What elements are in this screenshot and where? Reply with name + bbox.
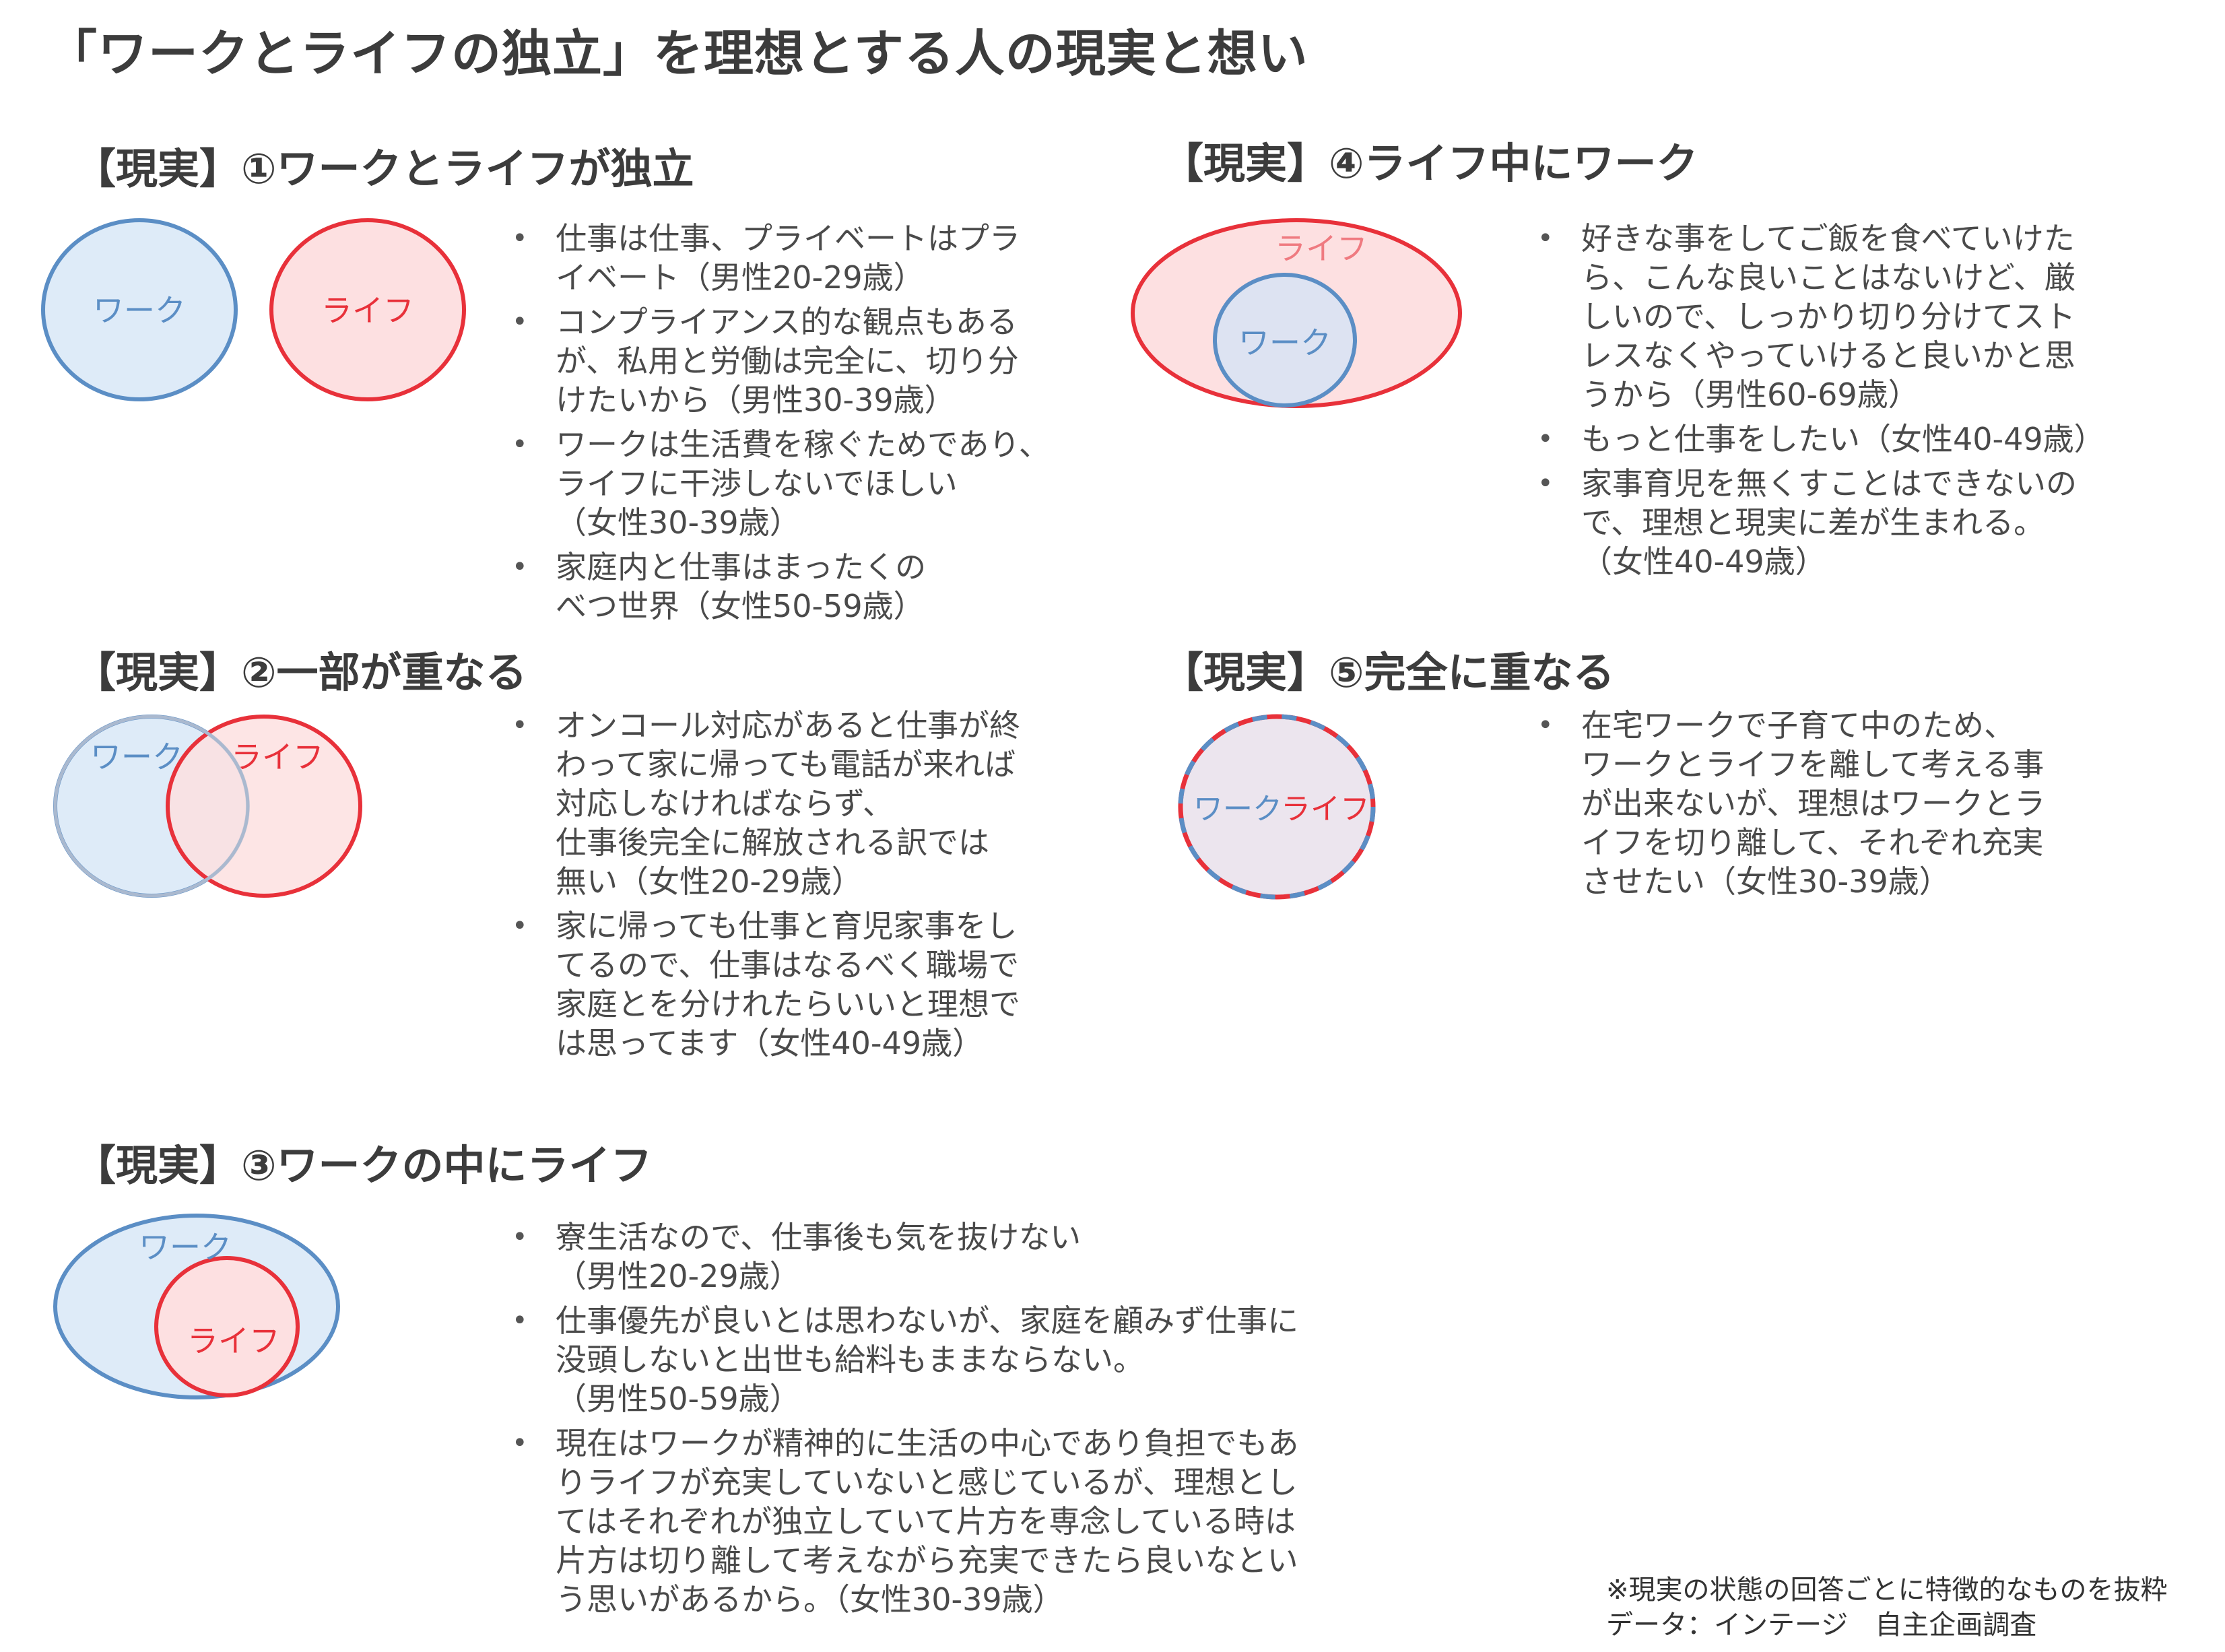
overlap-dash [1178, 714, 1376, 900]
section-3-title: 【現実】③ワークの中にライフ [74, 1141, 653, 1190]
footnote-source: データ：インテージ 自主企画調査 [1606, 1610, 2037, 1641]
life-label: ライフ [321, 292, 414, 329]
work-circle [41, 218, 238, 401]
diagram-4-work-in-life: ライフ ワーク [1131, 218, 1462, 408]
life-circle [269, 218, 466, 401]
section-3-quotes: 寮生活なので、仕事後も気を抜けない （男性20-29歳） 仕事優先が良いとは思わ… [512, 1218, 1387, 1624]
quote-item: ワークは生活費を稼ぐためであり、 ライフに干渉しないでほしい （女性30-39歳… [512, 425, 1118, 542]
work-circle [1213, 273, 1357, 407]
life-circle [166, 715, 362, 898]
quote-item: 仕事優先が良いとは思わないが、家庭を顧みず仕事に 没頭しないと出世も給料もままな… [512, 1301, 1387, 1418]
diagram-2-partial-overlap: ワーク ライフ [53, 715, 362, 898]
section-4-quotes: 好きな事をしてご飯を食べていけた ら、こんな良いことはないけど、厳 しいので、し… [1537, 219, 2211, 587]
work-outline [53, 715, 250, 898]
page-title: 「ワークとライフの独立」を理想とする人の現実と想い [47, 25, 1308, 83]
work-label: ワーク [93, 292, 186, 329]
quote-item: 寮生活なので、仕事後も気を抜けない （男性20-29歳） [512, 1218, 1387, 1296]
life-label: ライフ [187, 1323, 280, 1359]
life-label: ライフ [1281, 792, 1370, 826]
footnote-note: ※現実の状態の回答ごとに特徴的なものを抜粋 [1606, 1575, 2168, 1606]
quote-item: もっと仕事をしたい（女性40-49歳） [1537, 420, 2211, 459]
diagram-5-full-overlap: ワーク ライフ [1178, 714, 1376, 900]
quote-item: 家庭内と仕事はまったくの べつ世界（女性50-59歳） [512, 548, 1118, 626]
section-2-quotes: オンコール対応があると仕事が終 わって家に帰っても電話が来れば 対応しなければな… [512, 706, 1118, 1068]
diagram-1-independent: ワーク ライフ [41, 218, 466, 401]
section-2-title: 【現実】②一部が重なる [74, 648, 527, 697]
quote-item: コンプライアンス的な観点もある が、私用と労働は完全に、切り分 けたいから（男性… [512, 302, 1118, 420]
quote-item: 現在はワークが精神的に生活の中心であり負担でもあ りライフが充実していないと感じ… [512, 1424, 1387, 1619]
diagram-3-life-in-work: ワーク ライフ [53, 1214, 340, 1399]
work-label: ワーク [90, 739, 183, 775]
quote-item: 家に帰っても仕事と育児家事をし てるので、仕事はなるべく職場で 家庭とを分けれた… [512, 906, 1118, 1063]
section-5-title: 【現実】⑤完全に重なる [1162, 648, 1615, 697]
work-label: ワーク [1193, 792, 1282, 826]
section-4-title: 【現実】④ライフ中にワーク [1162, 139, 1698, 188]
quote-item: 仕事は仕事、プライベートはプラ イベート（男性20-29歳） [512, 219, 1118, 297]
footnote: ※現実の状態の回答ごとに特徴的なものを抜粋 データ：インテージ 自主企画調査 [1606, 1573, 2168, 1643]
life-label: ライフ [231, 739, 324, 775]
quote-item: 家事育児を無くすことはできないの で、理想と現実に差が生まれる。 （女性40-4… [1537, 464, 2211, 581]
quote-item: 在宅ワークで子育て中のため、 ワークとライフを離して考える事 が出来ないが、理想… [1537, 706, 2211, 901]
quote-item: 好きな事をしてご飯を食べていけた ら、こんな良いことはないけど、厳 しいので、し… [1537, 219, 2211, 414]
section-5-quotes: 在宅ワークで子育て中のため、 ワークとライフを離して考える事 が出来ないが、理想… [1537, 706, 2211, 906]
work-label: ワーク [139, 1229, 232, 1265]
work-label: ワーク [1238, 325, 1331, 361]
life-label: ライフ [1275, 230, 1368, 267]
life-circle [154, 1256, 300, 1397]
section-1-title: 【現実】①ワークとライフが独立 [74, 144, 694, 193]
quote-item: オンコール対応があると仕事が終 わって家に帰っても電話が来れば 対応しなければな… [512, 706, 1118, 901]
section-1-quotes: 仕事は仕事、プライベートはプラ イベート（男性20-29歳） コンプライアンス的… [512, 219, 1118, 631]
